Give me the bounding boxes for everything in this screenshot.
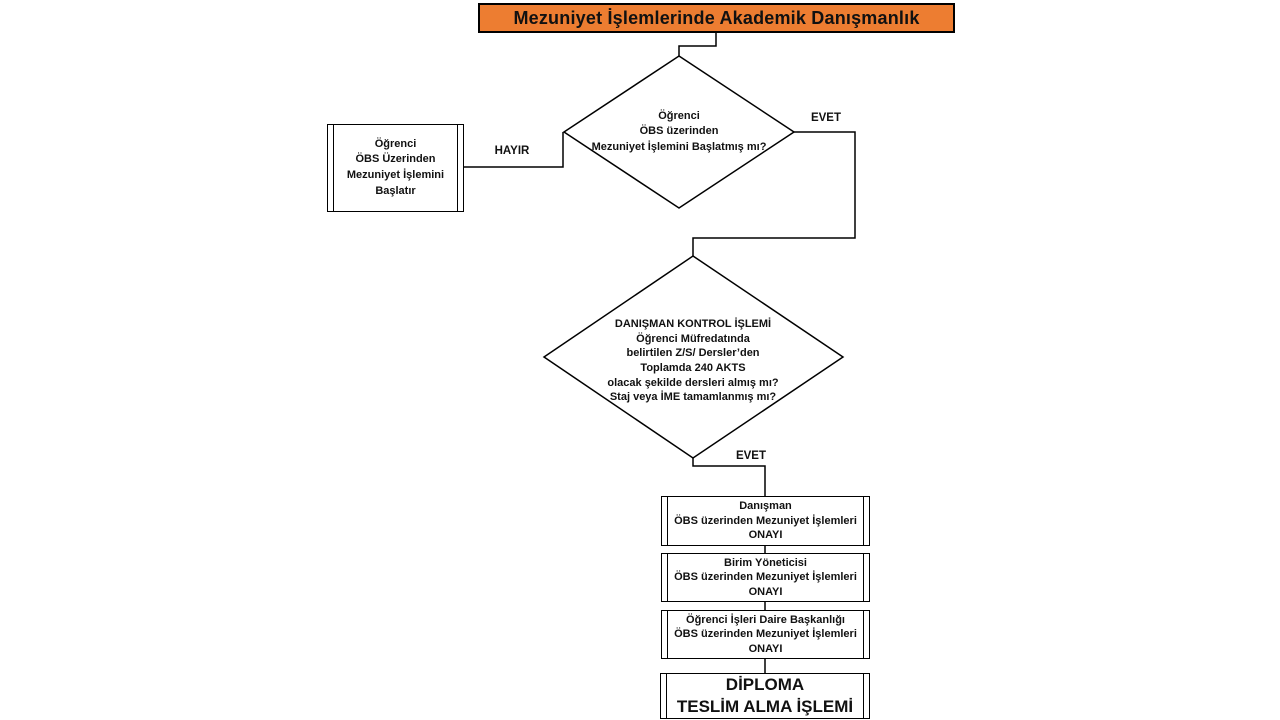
- approval-box-advisor: Danışman ÖBS üzerinden Mezuniyet İşlemle…: [661, 496, 870, 546]
- approval-box-student-affairs: Öğrenci İşleri Daire Başkanlığı ÖBS üzer…: [661, 610, 870, 659]
- process-start-box: Öğrenci ÖBS Üzerinden Mezuniyet İşlemini…: [327, 124, 464, 212]
- flowchart-title-text: Mezuniyet İşlemlerinde Akademik Danışman…: [513, 7, 920, 28]
- connector-decision2-yes-to-approval1: [692, 458, 766, 496]
- edge-label-evet-first: EVET: [810, 112, 842, 124]
- connector-title-to-decision1: [678, 33, 717, 56]
- decision2-advisor-control-text: DANIŞMAN KONTROL İŞLEMİ Öğrenci Müfredat…: [607, 318, 779, 404]
- flowchart-title-banner: Mezuniyet İşlemlerinde Akademik Danışman…: [478, 3, 955, 33]
- decision1-started-text: Öğrenci ÖBS üzerinden Mezuniyet İşlemini…: [591, 109, 767, 153]
- final-diploma-box: DİPLOMA TESLİM ALMA İŞLEMİ: [660, 673, 870, 719]
- edge-label-hayir: HAYIR: [494, 145, 530, 157]
- edge-label-evet-second: EVET: [735, 450, 767, 462]
- approval-box-unit-manager: Birim Yöneticisi ÖBS üzerinden Mezuniyet…: [661, 553, 870, 602]
